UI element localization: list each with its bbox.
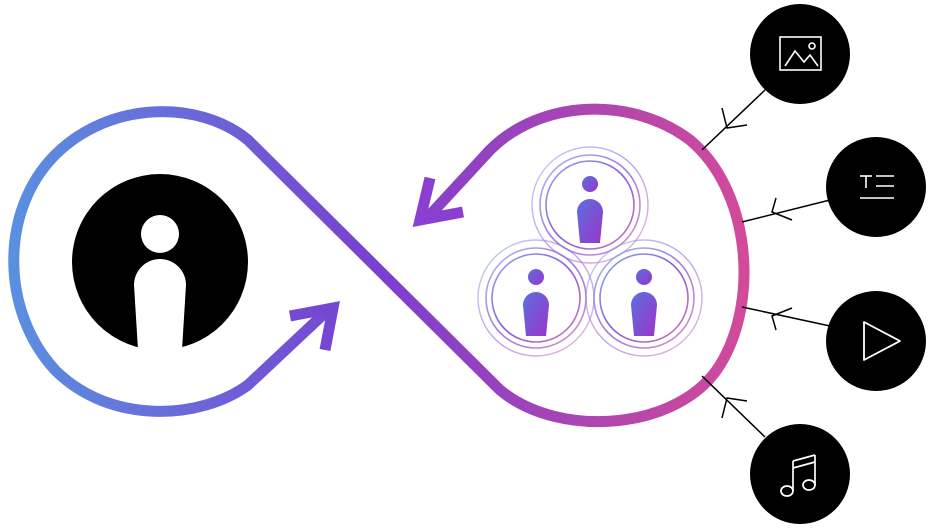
arrowhead-right: [288, 301, 340, 352]
image-icon: [779, 36, 822, 71]
play-icon: [863, 321, 901, 361]
audience-member: [585, 239, 703, 357]
media-source-audio: [750, 424, 850, 524]
arrowhead-left: [412, 176, 465, 227]
text-icon: [860, 175, 894, 199]
media-source-image: [750, 4, 850, 104]
user-group-icon: [477, 146, 703, 357]
user-icon: [134, 215, 186, 350]
creator: [72, 174, 248, 350]
music-icon: [780, 454, 816, 497]
media-source-text: [826, 137, 926, 237]
audience-member: [531, 146, 649, 264]
audience-member: [477, 239, 595, 357]
media-connectors: [701, 89, 831, 438]
media-source-video: [826, 291, 926, 391]
infinity-loop: [8, 103, 750, 428]
